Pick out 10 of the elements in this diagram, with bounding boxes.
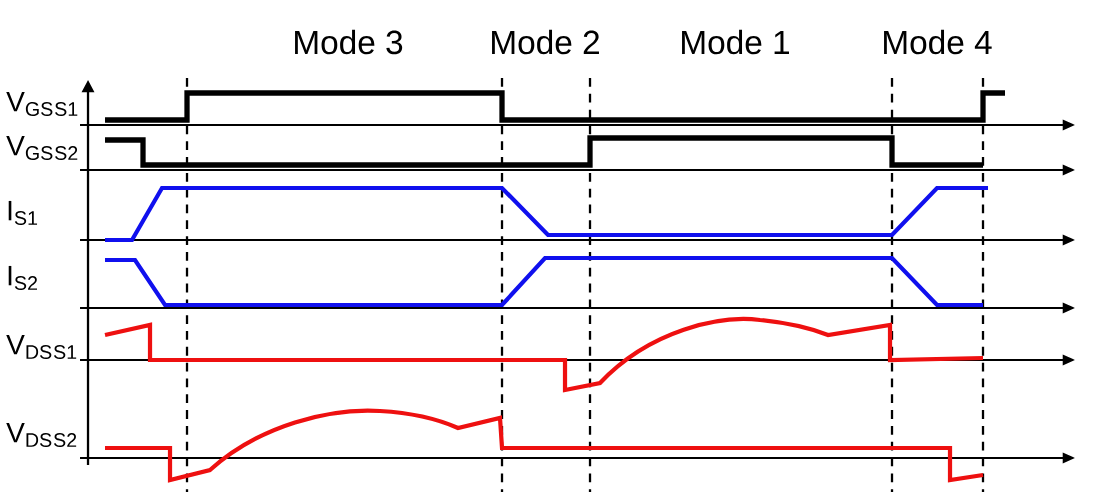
signal-label: I$_{S2}$	[8, 265, 37, 291]
signal-label: V$_{DSS2}$	[6, 422, 77, 448]
mode-label: Mode 4	[884, 29, 992, 55]
signal-label: V$_{GSS1}$	[6, 91, 78, 117]
signal-label: I$_{S1}$	[8, 200, 38, 226]
mode-label: Mode 2	[492, 29, 599, 55]
mode-label: Mode 3	[295, 29, 403, 55]
signal-label: V$_{DSS1}$	[6, 334, 77, 360]
mode-label: Mode 1	[682, 29, 789, 55]
signal-label: V$_{GSS2}$	[6, 135, 78, 161]
